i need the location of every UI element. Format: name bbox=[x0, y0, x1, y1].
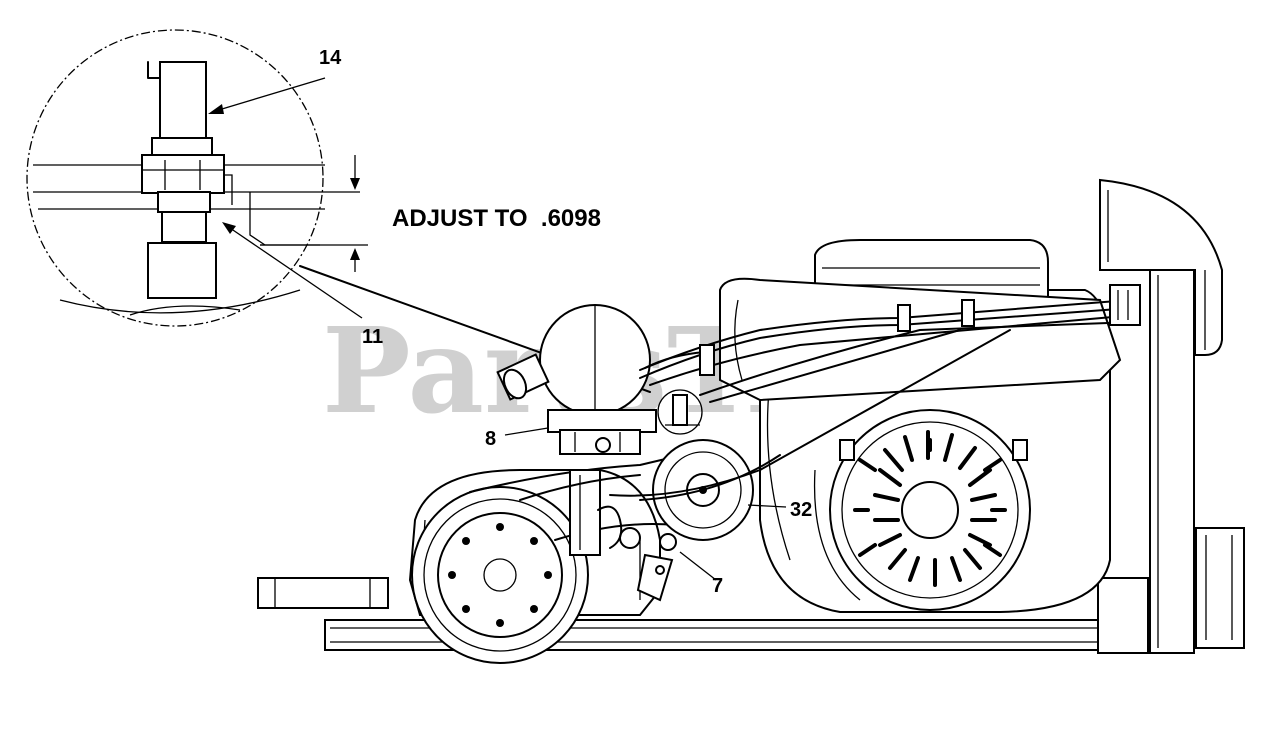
alternator-fan-grille bbox=[829, 409, 1031, 611]
generator-assembly bbox=[257, 178, 1245, 664]
callout-11: 11 bbox=[362, 326, 383, 348]
callout-7: 7 bbox=[712, 575, 723, 597]
callout-8: 8 bbox=[485, 428, 496, 450]
air-filter bbox=[496, 304, 651, 416]
callout-leaders bbox=[504, 427, 787, 581]
sensor-switch bbox=[141, 61, 233, 299]
wire-harness bbox=[519, 284, 1141, 501]
dimension-marker bbox=[260, 155, 368, 272]
flywheel-pulley bbox=[411, 486, 589, 664]
detail-inset bbox=[26, 29, 368, 327]
callout-32: 32 bbox=[790, 499, 812, 521]
callout-14: 14 bbox=[319, 47, 342, 69]
adjustment-note: ADJUST TO .6098 bbox=[392, 205, 601, 232]
